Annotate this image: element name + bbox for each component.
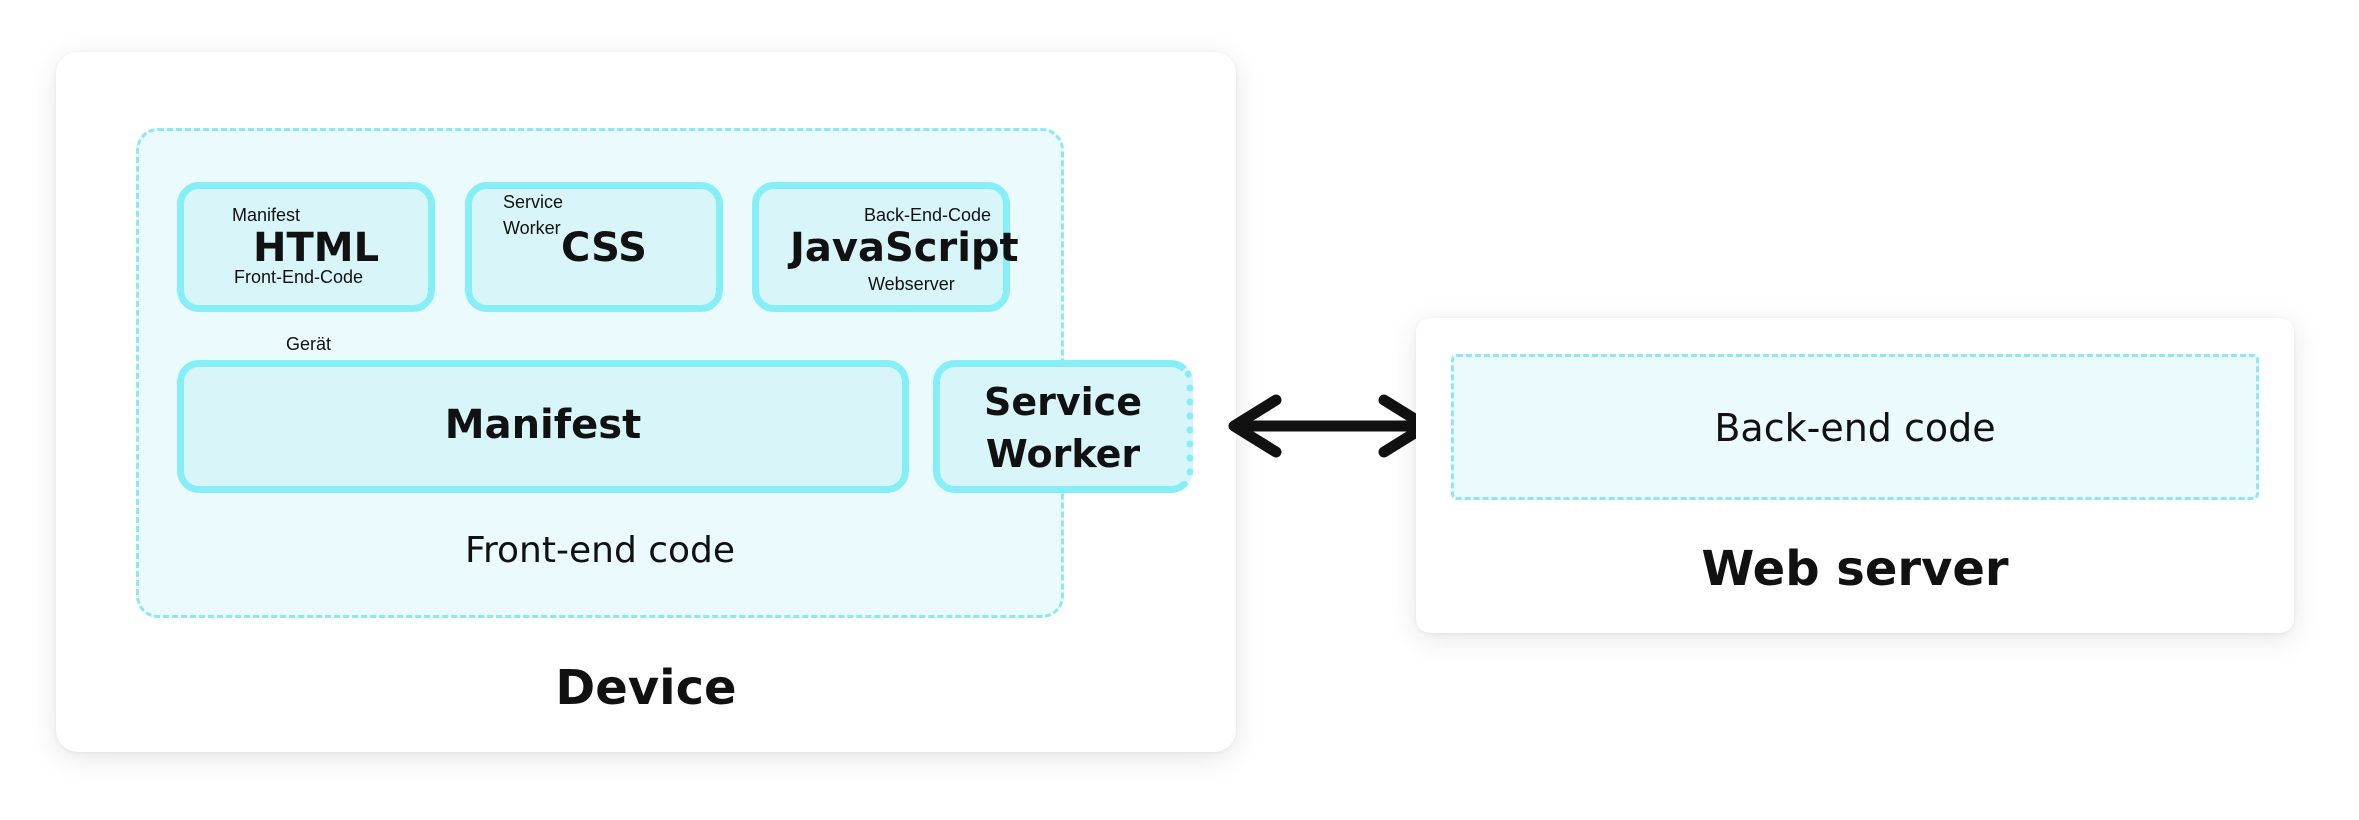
html-label: HTML <box>253 225 380 271</box>
backend-code-region <box>1451 354 2259 500</box>
device-note-geraet: Gerät <box>286 334 332 354</box>
html-file-box <box>177 182 435 312</box>
javascript-note-webserver: Webserver <box>868 274 955 294</box>
css-note-service: Service <box>503 192 564 212</box>
frontend-code-label: Front-end code <box>464 530 736 571</box>
css-note-worker: Worker <box>503 218 561 238</box>
html-note-frontend: Front-End-Code <box>234 267 364 287</box>
javascript-note-backend: Back-End-Code <box>864 205 992 225</box>
service-worker-label-line1: Service <box>984 380 1142 424</box>
javascript-label: JavaScript <box>790 225 1019 271</box>
css-file-box <box>465 182 723 312</box>
html-note-manifest: Manifest <box>232 205 301 225</box>
device-title: Device <box>555 660 737 716</box>
service-worker-box <box>933 360 1193 493</box>
manifest-box <box>177 360 909 493</box>
service-worker-label-line2: Worker <box>985 432 1141 476</box>
bidirectional-arrow-icon <box>1228 394 1432 458</box>
javascript-file-box <box>752 182 1010 312</box>
css-label: CSS <box>561 225 647 271</box>
manifest-label: Manifest <box>444 402 642 448</box>
web-server-title: Web server <box>1701 541 2009 597</box>
backend-code-label: Back-end code <box>1714 406 1996 450</box>
